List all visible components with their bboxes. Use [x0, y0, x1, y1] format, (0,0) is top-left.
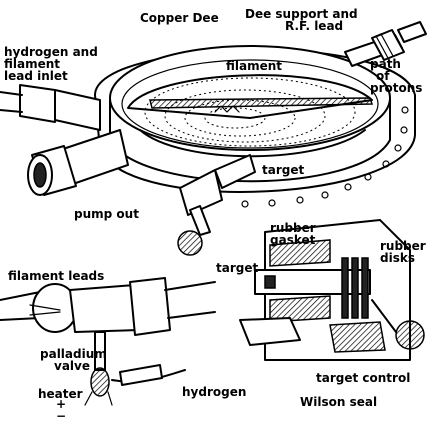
hydrogen-inlet-fitting — [0, 84, 101, 131]
target-control-label: target control — [316, 371, 411, 385]
dee-support-line-1: Dee support and — [245, 7, 358, 21]
filament-assembly — [0, 277, 216, 406]
hydrogen-inlet-line-2: filament — [4, 57, 61, 71]
palladium-valve-label: palladium valve — [40, 348, 107, 372]
pump-out-tube — [27, 129, 129, 196]
path-of-protons-line-3: protons — [370, 81, 423, 95]
path-of-protons-label: path of protons — [370, 58, 422, 94]
filament-leads-label: filament leads — [8, 269, 105, 283]
target-top-label: target — [262, 163, 305, 177]
path-of-protons-line-2: of — [376, 69, 390, 83]
rubber-gasket-line-1: rubber — [270, 221, 316, 235]
path-of-protons-line-1: path — [370, 57, 401, 71]
plus-minus-label: + − — [56, 398, 66, 422]
dee-support-stem — [344, 21, 427, 67]
target-seal-label: target — [216, 261, 259, 275]
rubber-disks — [341, 257, 369, 319]
palladium-valve-line-2: valve — [54, 359, 90, 373]
hydrogen-inlet-label: hydrogen and filament lead inlet — [4, 46, 98, 82]
pump-out-label: pump out — [74, 207, 139, 221]
hydrogen-inlet-line-3: lead inlet — [4, 69, 68, 83]
target-probe — [177, 154, 256, 256]
minus-sign: − — [56, 409, 67, 423]
plus-sign: + — [56, 397, 67, 411]
dee-support-line-2: R.F. lead — [285, 19, 344, 33]
hydrogen-inlet-line-1: hydrogen and — [4, 45, 98, 59]
rubber-disks-line-1: rubber — [380, 239, 426, 253]
filament-label: filament — [226, 59, 283, 73]
rubber-gasket-line-2: gasket — [270, 233, 316, 247]
rubber-disks-label: rubber disks — [380, 240, 426, 264]
heater-label: heater — [38, 387, 83, 401]
filament-wire — [214, 105, 240, 113]
vacuum-chamber — [94, 45, 416, 208]
wilson-seal-label: Wilson seal — [300, 395, 378, 409]
rubber-disks-line-2: disks — [380, 251, 415, 265]
rubber-gasket-label: rubber gasket — [270, 222, 316, 246]
dee-support-label: Dee support and R.F. lead — [245, 8, 358, 32]
wilson-seal-section — [239, 219, 425, 361]
palladium-valve-line-1: palladium — [40, 347, 107, 361]
hydrogen-label: hydrogen — [182, 385, 247, 399]
flange-bolts — [241, 106, 409, 208]
copper-dee-label: Copper Dee — [140, 11, 219, 25]
